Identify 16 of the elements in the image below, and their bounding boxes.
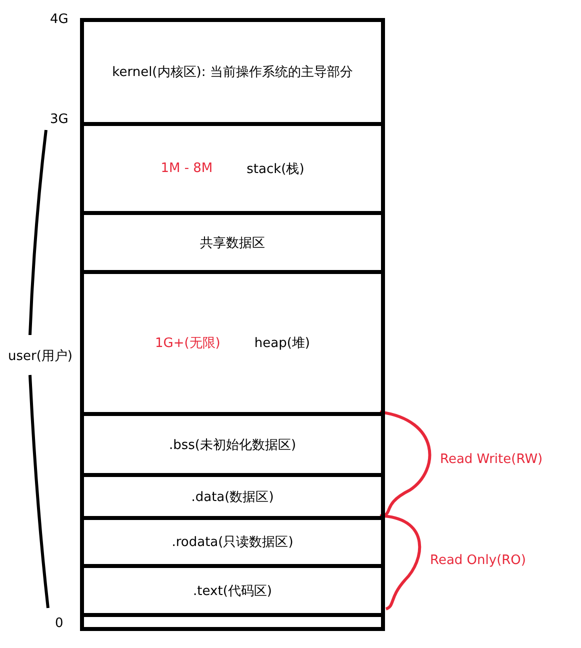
segment-label: stack(栈) — [246, 160, 304, 178]
access-label: Read Write(RW) — [440, 452, 543, 467]
access-label: Read Only(RO) — [430, 553, 526, 568]
address-label: 0 — [55, 616, 64, 631]
segment-label: .rodata(只读数据区) — [172, 534, 294, 551]
size-label: 1M - 8M — [160, 161, 213, 176]
segment-label: .data(数据区) — [191, 488, 274, 506]
segment-label: 共享数据区 — [200, 234, 265, 252]
address-label: 3G — [50, 112, 68, 127]
address-label: 4G — [50, 12, 68, 27]
segment-label: .text(代码区) — [193, 582, 272, 600]
segment-label: .bss(未初始化数据区) — [168, 436, 296, 454]
size-label: 1G+(无限) — [155, 335, 220, 352]
segment-label: heap(堆) — [254, 335, 310, 352]
segment-label: kernel(内核区): 当前操作系统的主导部分 — [112, 64, 353, 81]
region-label: user(用户) — [8, 348, 72, 365]
